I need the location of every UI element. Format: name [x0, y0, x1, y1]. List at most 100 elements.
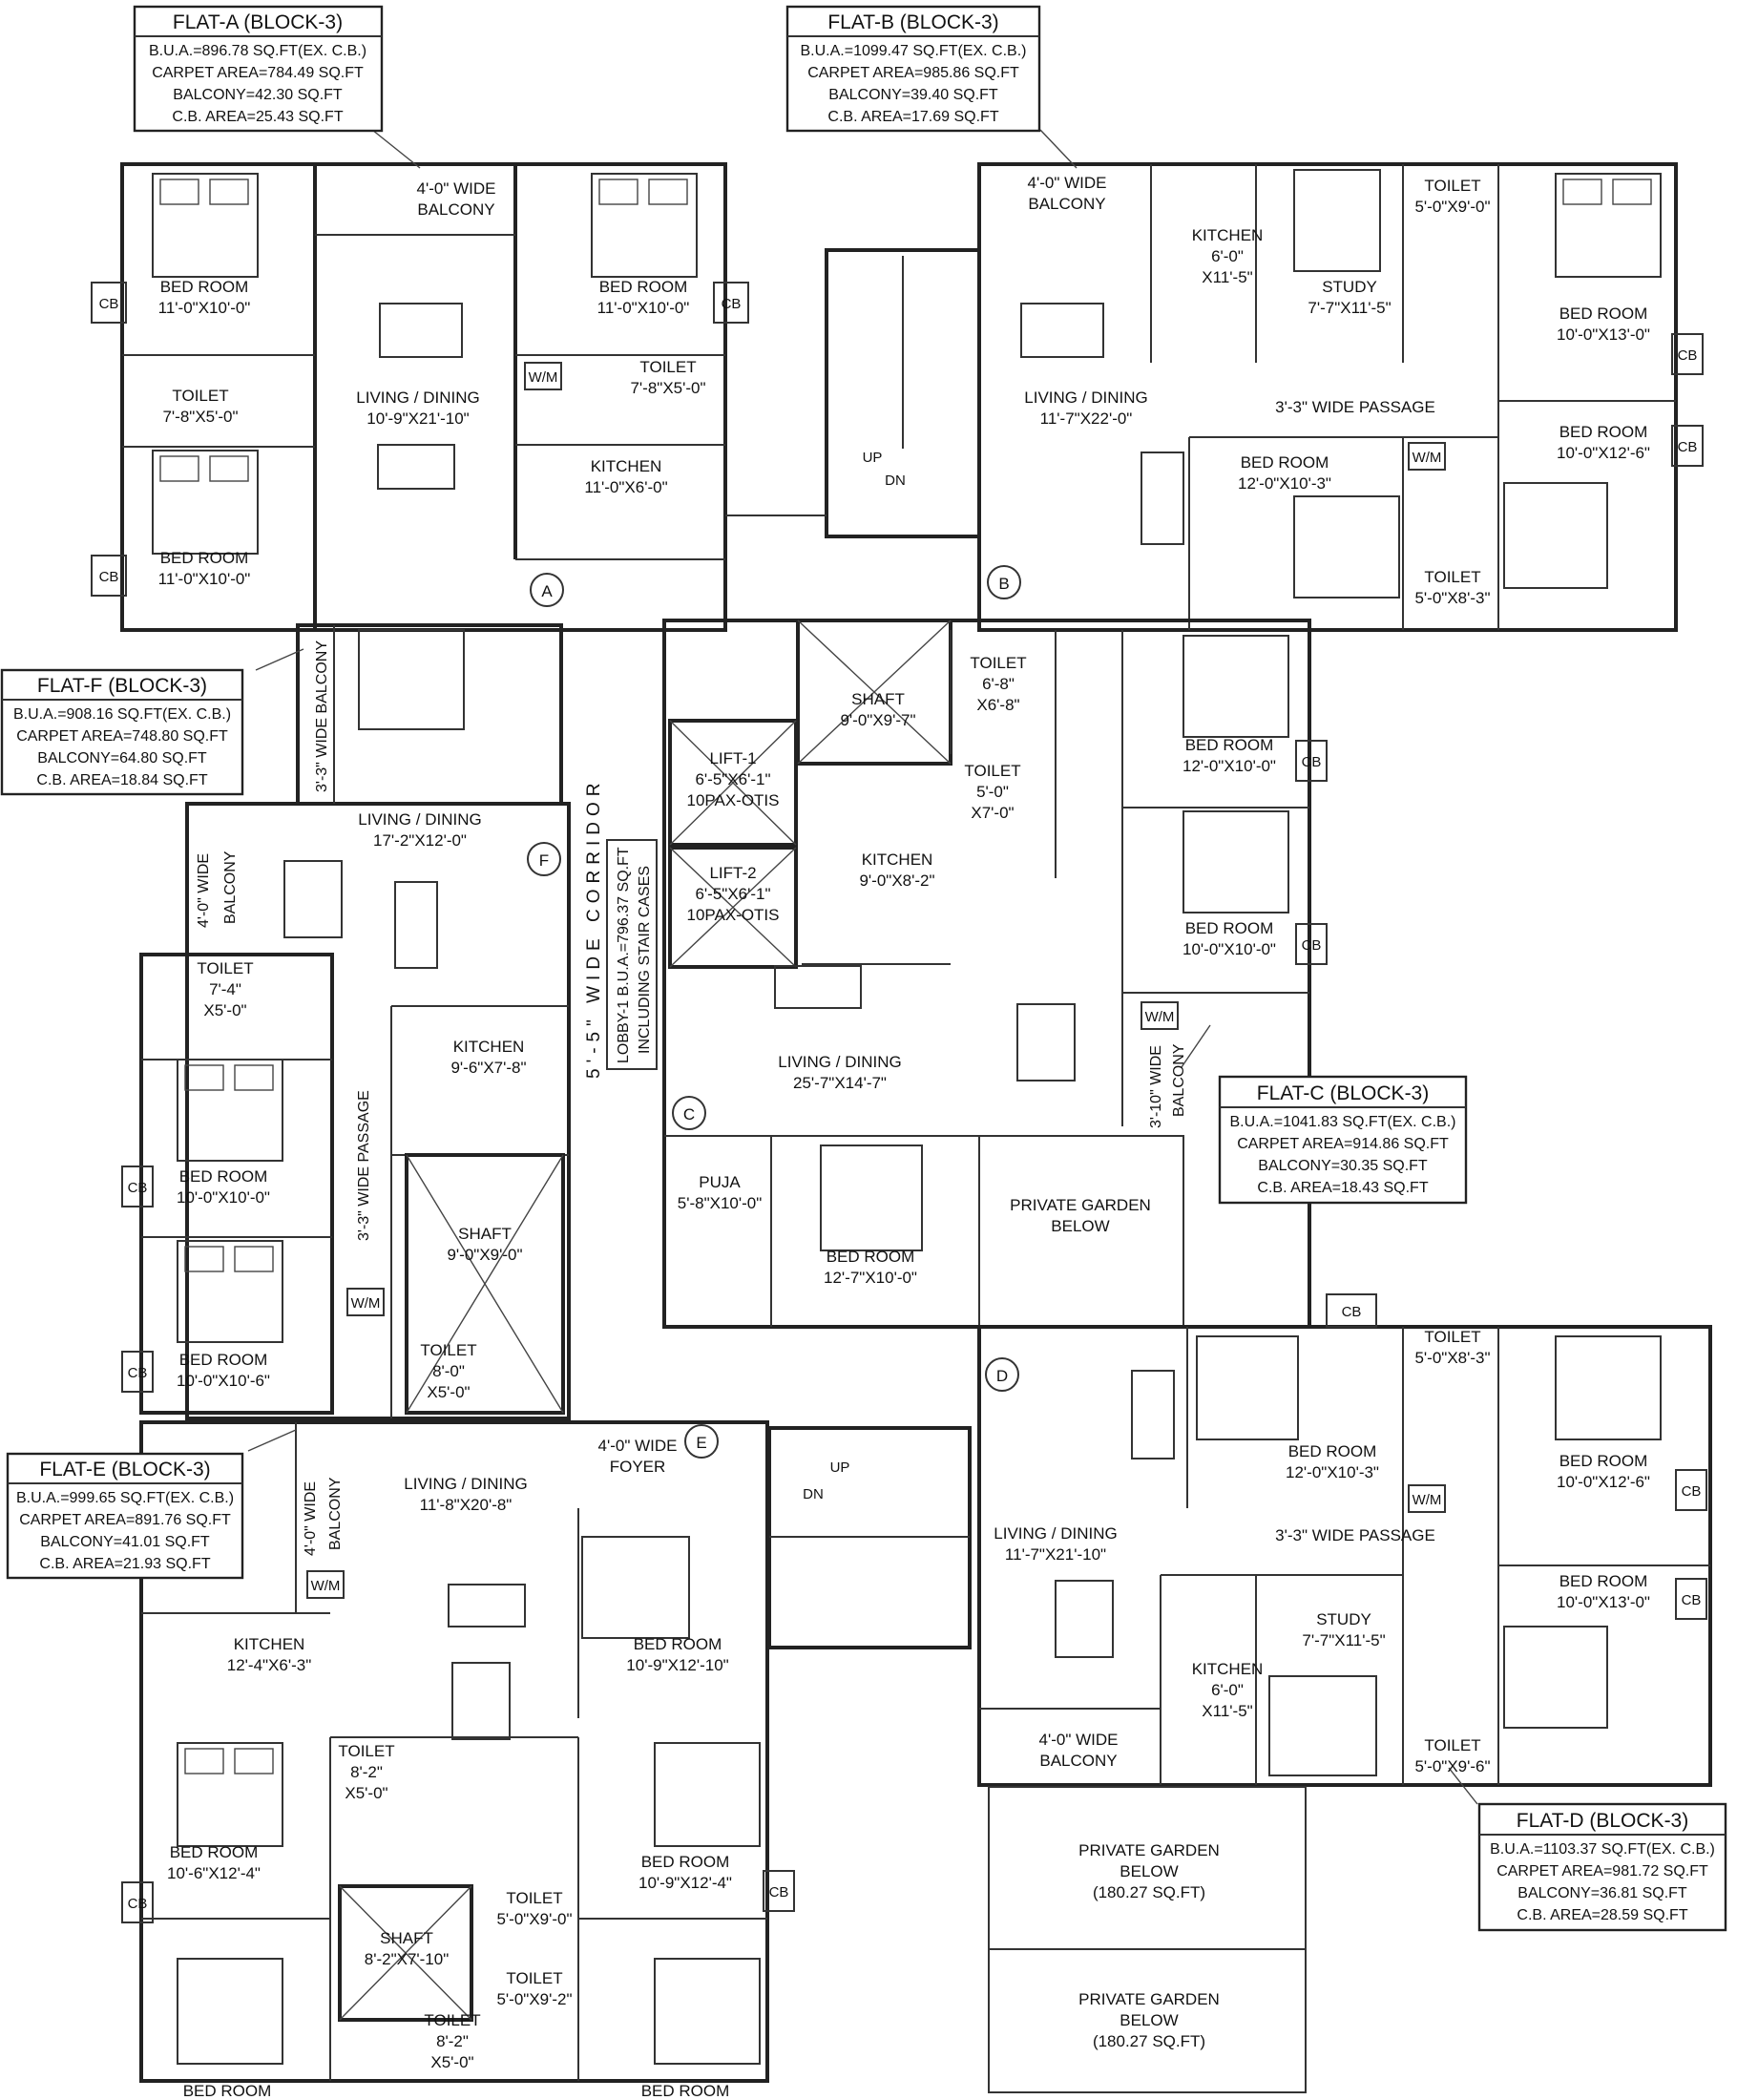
room-label-e-bed4: BED ROOM	[183, 2082, 272, 2100]
cb-label: CB	[1302, 754, 1322, 770]
marker-a: A	[530, 573, 564, 607]
svg-text:CARPET AREA=981.72 SQ.FT: CARPET AREA=981.72 SQ.FT	[1496, 1863, 1708, 1880]
wm-label: W/M	[1145, 1009, 1175, 1025]
e-balcony-label-1: 4'-0" WIDE	[303, 1481, 319, 1556]
cb-label: CB	[1342, 1304, 1362, 1320]
bed-icon	[177, 1958, 283, 2065]
furniture	[283, 303, 1184, 1740]
svg-text:B.U.A.=1103.37 SQ.FT(EX. C.B.): B.U.A.=1103.37 SQ.FT(EX. C.B.)	[1490, 1841, 1715, 1858]
bed-icon	[152, 450, 259, 555]
sofa-icon	[377, 444, 455, 490]
f-passage-label: 3'-3" WIDE PASSAGE	[356, 1090, 372, 1241]
wm-label: W/M	[351, 1295, 381, 1312]
bed-icon	[1503, 482, 1608, 589]
bed-icon	[177, 1742, 283, 1847]
svg-text:BALCONY=30.35 SQ.FT: BALCONY=30.35 SQ.FT	[1258, 1158, 1428, 1174]
sofa-icon	[774, 965, 862, 1009]
bed-icon	[1196, 1335, 1299, 1440]
f-balcony-left-label-2: BALCONY	[222, 850, 239, 924]
bed-icon	[1293, 495, 1400, 598]
svg-text:BALCONY=42.30 SQ.FT: BALCONY=42.30 SQ.FT	[173, 87, 343, 103]
stair-dn-label: DN	[885, 472, 906, 489]
wm-label: W/M	[1413, 1492, 1442, 1508]
marker-d: D	[985, 1357, 1019, 1392]
corridor-label: 5'-5" WIDE CORRIDOR	[584, 778, 604, 1079]
svg-text:B.U.A.=908.16 SQ.FT(EX. C.B.): B.U.A.=908.16 SQ.FT(EX. C.B.)	[13, 706, 231, 723]
cross-line	[339, 1885, 472, 2021]
lobby-label-1: LOBBY-1 B.U.A.=796.37 SQ.FT	[616, 847, 632, 1063]
cross-line	[669, 847, 797, 968]
lift-1-box	[668, 719, 798, 847]
stair-up-label: UP	[863, 450, 883, 466]
cb-label: CB	[99, 296, 119, 312]
shaft-crosses	[339, 620, 952, 2021]
svg-text:BALCONY=64.80 SQ.FT: BALCONY=64.80 SQ.FT	[37, 750, 207, 766]
svg-text:B.U.A.=1041.83 SQ.FT(EX. C.B.): B.U.A.=1041.83 SQ.FT(EX. C.B.)	[1230, 1114, 1456, 1130]
flat-d-title: FLAT-D (BLOCK-3)	[1517, 1810, 1688, 1832]
cb-label: CB	[769, 1884, 789, 1900]
leader-lines	[247, 129, 1478, 1805]
flat-a-table: FLAT-A (BLOCK-3) B.U.A.=896.78 SQ.FT(EX.…	[133, 5, 384, 133]
cross-line	[406, 1154, 564, 1414]
svg-text:CARPET AREA=784.49 SQ.FT: CARPET AREA=784.49 SQ.FT	[152, 65, 364, 81]
svg-text:CARPET AREA=914.86 SQ.FT: CARPET AREA=914.86 SQ.FT	[1237, 1136, 1449, 1152]
lobby-label-box	[606, 839, 658, 1070]
cross-line	[669, 720, 797, 846]
cb-label: CB	[99, 569, 119, 585]
flat-b-title: FLAT-B (BLOCK-3)	[827, 11, 998, 33]
cb-label: CB	[1682, 1592, 1702, 1608]
svg-text:C.B. AREA=17.69 SQ.FT: C.B. AREA=17.69 SQ.FT	[827, 109, 998, 125]
svg-text:B.U.A.=999.65 SQ.FT(EX. C.B.): B.U.A.=999.65 SQ.FT(EX. C.B.)	[16, 1490, 234, 1506]
flat-e-table: FLAT-E (BLOCK-3) B.U.A.=999.65 SQ.FT(EX.…	[6, 1452, 244, 1580]
svg-text:BALCONY=41.01 SQ.FT: BALCONY=41.01 SQ.FT	[40, 1534, 210, 1550]
marker-e: E	[684, 1424, 719, 1459]
svg-text:CARPET AREA=748.80 SQ.FT: CARPET AREA=748.80 SQ.FT	[16, 728, 228, 745]
svg-text:C: C	[683, 1105, 695, 1124]
marker-c: C	[672, 1096, 706, 1130]
beds	[152, 169, 1662, 2065]
wm-label: W/M	[529, 369, 558, 386]
garden-3-box	[988, 1948, 1307, 2093]
flat-f-outline	[185, 802, 571, 1420]
flat-e-title: FLAT-E (BLOCK-3)	[39, 1459, 210, 1480]
dining-table-icon	[451, 1662, 511, 1740]
flat-f-balcony-outline	[296, 623, 563, 806]
flat-c-outline	[662, 619, 1311, 1329]
room-label-b-pass: 3'-3" WIDE PASSAGE	[1275, 398, 1435, 416]
e-balcony-label-2: BALCONY	[327, 1477, 344, 1550]
flat-c-title: FLAT-C (BLOCK-3)	[1257, 1082, 1429, 1104]
stair-dn-label: DN	[803, 1486, 824, 1502]
bed-icon	[1182, 810, 1289, 914]
bed-icon	[581, 1536, 690, 1639]
svg-text:B: B	[998, 575, 1009, 593]
